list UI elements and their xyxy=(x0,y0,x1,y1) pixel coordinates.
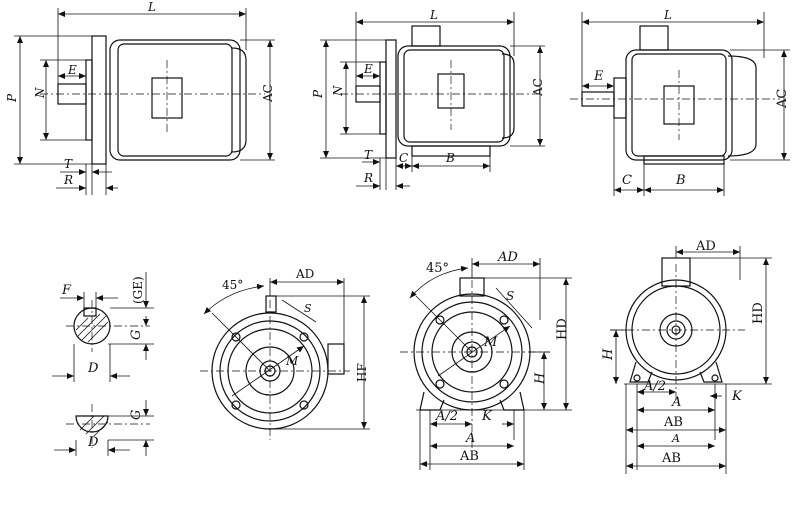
shaft-section-flat: G D xyxy=(54,400,154,456)
label-L-3: L xyxy=(663,8,672,22)
end-view-flange-foot: 45° AD S M HD H A/2 K A AB xyxy=(400,250,572,470)
label-G-2: G xyxy=(129,410,144,420)
label-R-1: R xyxy=(63,173,73,187)
label-N-1: N xyxy=(33,87,47,99)
end-view-foot: AD HD H A/2 K A AB A AB xyxy=(601,239,772,474)
label-GE: (GE) xyxy=(131,276,145,304)
label-C-2: C xyxy=(399,151,408,165)
label-S-2: S xyxy=(506,289,514,303)
label-AD-3: AD xyxy=(695,239,716,254)
label-M-1: M xyxy=(285,354,299,368)
label-A2-1: A/2 xyxy=(435,409,458,424)
label-A-3: A xyxy=(671,432,680,445)
label-AD-1: AD xyxy=(295,267,314,281)
shaft-section-key: F (GE) G D xyxy=(52,272,154,382)
label-D-2: D xyxy=(87,435,99,450)
label-HF: HF xyxy=(355,363,369,382)
label-K-2: K xyxy=(731,389,743,404)
label-angle-1: 45° xyxy=(222,278,243,292)
label-AB-3: AB xyxy=(661,451,681,466)
label-T-1: T xyxy=(64,157,73,171)
label-AC-1: AC xyxy=(261,84,275,103)
label-B-3: B xyxy=(675,173,686,188)
end-view-flange: 45° AD S M HF xyxy=(200,267,370,440)
label-P-2: P xyxy=(311,89,325,99)
label-HD-1: HD xyxy=(555,318,570,340)
label-C-3: C xyxy=(622,173,632,188)
label-H-1: H xyxy=(533,372,548,385)
label-AB-1: AB xyxy=(459,449,479,464)
side-view-flange: L P N E AC T R xyxy=(5,0,275,195)
label-S-1: S xyxy=(304,302,312,315)
label-R-2: R xyxy=(363,171,373,185)
label-N-2: N xyxy=(331,85,345,97)
label-L-2: L xyxy=(429,8,438,22)
label-A2-2: A/2 xyxy=(643,379,666,394)
label-HD-2: HD xyxy=(751,302,766,324)
label-A-1: A xyxy=(465,431,475,446)
side-view-foot: L E AC C B xyxy=(570,8,790,196)
label-angle-2: 45° xyxy=(426,261,449,276)
label-AC-2: AC xyxy=(531,78,545,97)
side-view-flange-foot: L P N E AC T C B R xyxy=(311,8,545,190)
label-M-2: M xyxy=(483,335,498,350)
label-A-2: A xyxy=(671,395,681,410)
label-G-1: G xyxy=(129,330,144,340)
label-K-1: K xyxy=(481,409,493,424)
label-L-1: L xyxy=(147,0,156,14)
label-F: F xyxy=(61,283,72,298)
label-AC-3: AC xyxy=(775,89,790,109)
label-D-1: D xyxy=(87,361,99,376)
label-E-1: E xyxy=(67,63,77,77)
label-P-1: P xyxy=(5,93,19,103)
label-AB-2: AB xyxy=(663,415,683,430)
label-E-3: E xyxy=(593,69,604,84)
label-E-2: E xyxy=(363,62,373,76)
label-H-2: H xyxy=(601,348,616,361)
label-B-2: B xyxy=(445,151,455,165)
label-AD-2: AD xyxy=(497,250,518,265)
label-T-2: T xyxy=(364,148,373,162)
